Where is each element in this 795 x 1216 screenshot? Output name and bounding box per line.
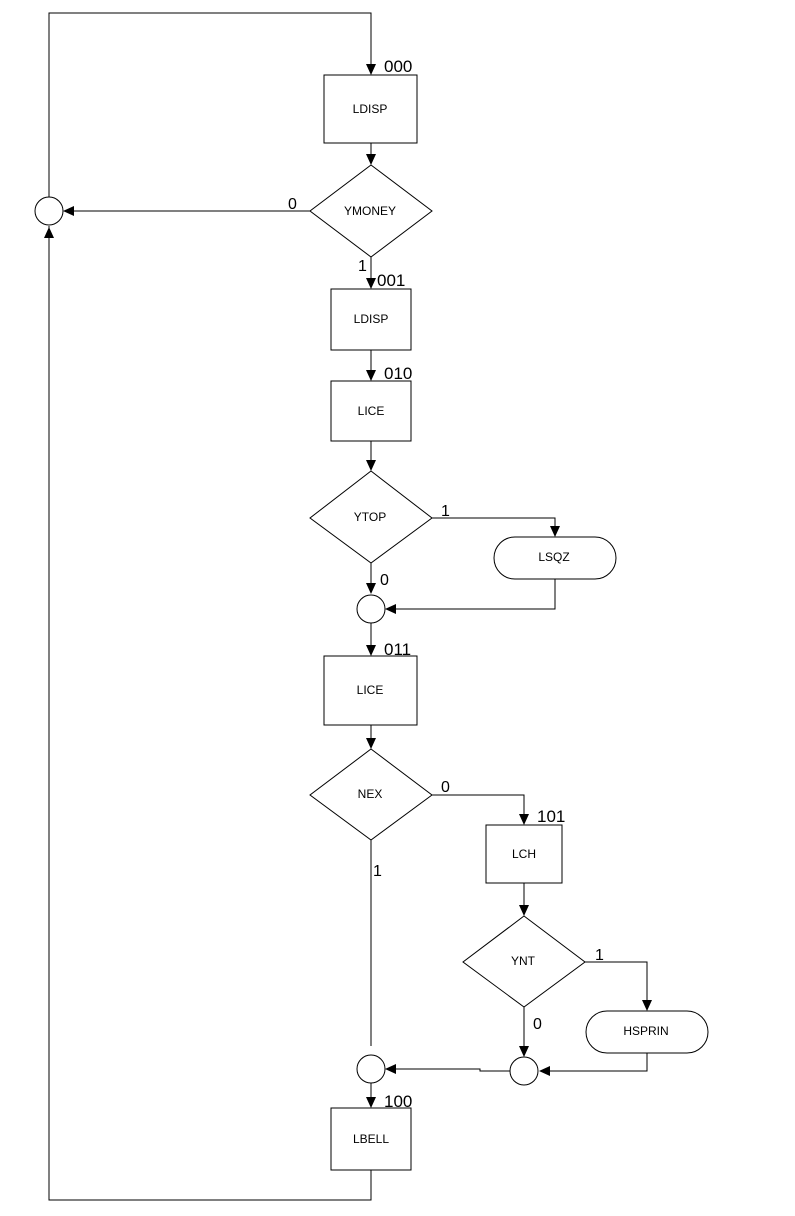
ytop-true-line — [432, 517, 556, 529]
arrowhead — [366, 154, 376, 165]
ynt-label: YNT — [511, 954, 536, 968]
arrowhead — [519, 1046, 529, 1057]
junction-circle-left — [34, 196, 64, 226]
junction-circle-bottom — [356, 1054, 386, 1084]
loop-top-line — [48, 12, 372, 198]
lsqz-to-junction-line — [393, 579, 556, 610]
arrowhead — [44, 227, 54, 238]
lice-box-2 — [323, 655, 418, 726]
state-code-101: 101 — [537, 807, 565, 826]
state-code-001: 001 — [377, 271, 405, 290]
hsprin-to-junction-line — [546, 1053, 648, 1072]
arrowhead — [366, 460, 376, 471]
arrowhead — [366, 645, 376, 656]
arrowhead — [385, 1064, 396, 1074]
lch-box — [485, 824, 563, 884]
arrowhead — [385, 604, 396, 614]
ynt-diamond — [462, 915, 586, 1008]
lice-label-1: LICE — [358, 404, 385, 418]
lsqz-box — [493, 536, 617, 580]
ymoney-label: YMONEY — [344, 204, 396, 218]
ldisp-box-1 — [323, 74, 418, 144]
arrowhead — [366, 370, 376, 381]
arrowhead — [366, 278, 376, 289]
junction-circle-ynt — [509, 1056, 539, 1086]
arrowhead — [366, 583, 376, 594]
lbell-box — [330, 1107, 412, 1171]
lbell-label: LBELL — [353, 1132, 389, 1146]
arrowhead — [366, 738, 376, 749]
junction-circle-ytop — [356, 594, 386, 624]
ytop-diamond — [309, 470, 433, 564]
nex-true-label: 1 — [373, 863, 382, 880]
lsqz-label: LSQZ — [538, 550, 569, 564]
lch-label: LCH — [512, 847, 536, 861]
state-code-100: 100 — [384, 1092, 412, 1111]
junction-to-junction-line — [393, 1068, 510, 1072]
arrowhead — [519, 905, 529, 916]
ymoney-true-label: 1 — [358, 258, 367, 275]
ldisp-box-2 — [330, 288, 412, 351]
ynt-true-line — [585, 961, 648, 1001]
hsprin-box — [585, 1010, 709, 1054]
ldisp-label-2: LDISP — [354, 312, 389, 326]
ldisp-label-1: LDISP — [353, 102, 388, 116]
nex-label: NEX — [358, 787, 383, 801]
lice-label-2: LICE — [357, 683, 384, 697]
ytop-label: YTOP — [354, 510, 386, 524]
ynt-true-label: 1 — [595, 947, 604, 964]
state-code-000: 000 — [384, 57, 412, 76]
lice-box-1 — [330, 380, 412, 442]
arrowhead — [366, 1097, 376, 1108]
hsprin-label: HSPRIN — [623, 1024, 668, 1038]
ymoney-false-label: 0 — [288, 196, 297, 213]
ymoney-diamond — [309, 164, 433, 258]
arrowhead — [539, 1066, 550, 1076]
arrowhead — [642, 1000, 652, 1011]
state-code-011: 011 — [384, 640, 411, 659]
state-code-010: 010 — [384, 364, 412, 383]
ytop-false-label: 0 — [380, 572, 389, 589]
arrowhead — [63, 206, 74, 216]
ytop-true-label: 1 — [441, 503, 450, 520]
arrowhead — [519, 814, 529, 825]
ynt-false-label: 0 — [533, 1016, 542, 1033]
arrowhead — [366, 64, 376, 75]
nex-false-label: 0 — [441, 779, 450, 796]
nex-diamond — [309, 748, 433, 841]
arrowhead — [550, 526, 560, 537]
nex-false-line — [432, 794, 525, 816]
loop-back-line — [48, 226, 372, 1201]
